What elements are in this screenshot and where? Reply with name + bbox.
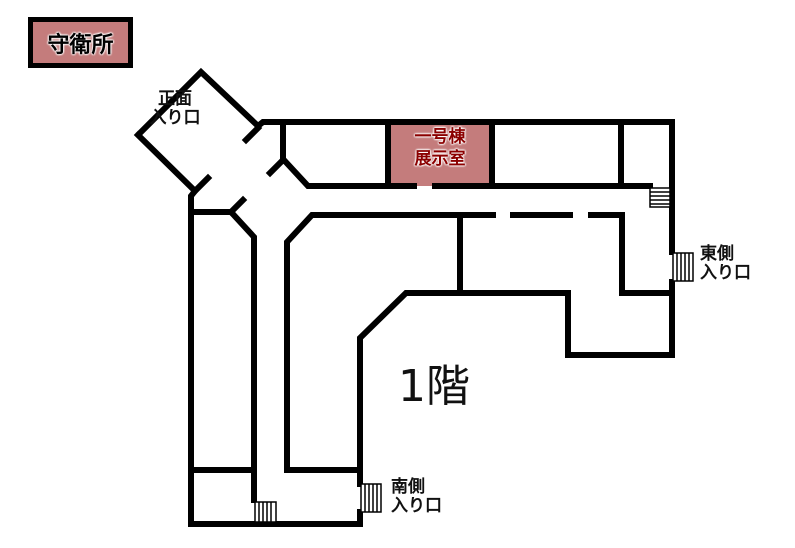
stairs-west	[254, 501, 277, 523]
stairs-east-entrance	[672, 252, 694, 282]
east-entrance-label: 東側 入り口	[700, 245, 751, 283]
south-entrance-line2: 入り口	[391, 496, 442, 516]
stairs-south-entrance	[360, 483, 382, 513]
east-entrance-line1: 東側	[700, 244, 734, 264]
stairs-east-inner	[649, 187, 671, 208]
exhibition-room-line1: 一号棟	[414, 127, 466, 147]
east-entrance-line2: 入り口	[700, 263, 751, 283]
floor-label: 1階	[398, 361, 470, 412]
exhibition-room-line2: 展示室	[414, 149, 466, 169]
walls	[133, 67, 675, 527]
exhibition-room-fill[interactable]	[388, 122, 492, 186]
exhibition-room-label[interactable]: 一号棟 展示室	[388, 126, 492, 170]
south-entrance-label: 南側 入り口	[391, 478, 442, 516]
guardhouse-text: 守衛所	[47, 32, 114, 58]
front-entrance-line2: 入り口	[149, 108, 201, 128]
front-entrance-label: 正面 入り口	[140, 90, 210, 128]
front-entrance-line1: 正面	[158, 89, 192, 109]
south-entrance-line1: 南側	[391, 477, 425, 497]
guardhouse-label[interactable]: 守衛所	[28, 17, 133, 68]
